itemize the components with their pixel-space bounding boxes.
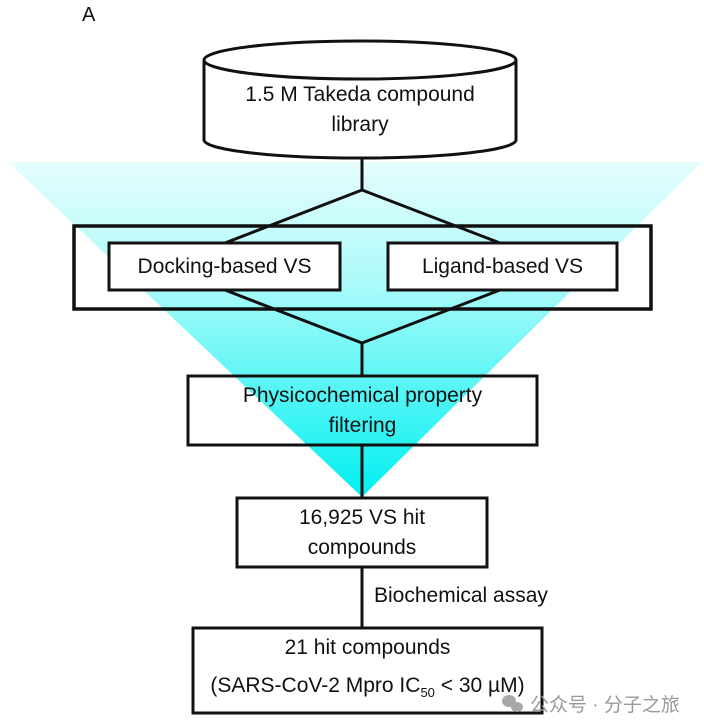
filtering-box: [186, 374, 539, 447]
docking-vs-box: [107, 241, 342, 292]
connectors: [224, 158, 501, 628]
wechat-icon: [502, 694, 524, 713]
edge-to-ligand: [361, 188, 501, 245]
edge-to-docking: [224, 188, 363, 245]
edge-docking-merge: [224, 288, 363, 345]
final-hits-label-line2: (SARS-CoV-2 Mpro IC50 < 30 µM): [193, 671, 542, 708]
library-label: 1.5 M Takeda compound library: [204, 80, 516, 140]
final-hits-box: [191, 626, 544, 715]
panel-label: A: [82, 4, 96, 26]
watermark-text: 公众号 · 分子之旅: [530, 695, 680, 716]
ligand-vs-label: Ligand-based VS: [421, 255, 584, 278]
vs-hits-label-line1: 16,925 VS hit: [298, 506, 426, 529]
vs-hits-box: [235, 496, 489, 569]
final-hits-label-line1: 21 hit compounds: [284, 636, 451, 659]
vs-hits-label: 16,925 VS hit compounds: [237, 503, 487, 563]
filtering-label-line1: Physicochemical property: [242, 384, 483, 407]
filtering-label-line2: filtering: [328, 414, 397, 437]
library-label-line1: 1.5 M Takeda compound: [245, 83, 475, 106]
ligand-vs-box: [386, 241, 619, 292]
docking-vs-label: Docking-based VS: [137, 255, 312, 278]
watermark: 公众号 · 分子之旅: [502, 690, 680, 717]
biochemical-assay-label: Biochemical assay: [374, 584, 548, 607]
library-label-line2: library: [331, 113, 389, 136]
edge-ligand-merge: [361, 288, 501, 345]
vs-hits-label-line2: compounds: [307, 536, 417, 559]
ic50-suffix: < 30 µM): [434, 674, 525, 697]
ic50-prefix: (SARS-CoV-2 Mpro IC: [210, 674, 421, 697]
filtering-label: Physicochemical property filtering: [188, 381, 537, 441]
library-cylinder: [202, 39, 518, 160]
ic50-subscript: 50: [420, 685, 435, 701]
final-hits-label: 21 hit compounds (SARS-CoV-2 Mpro IC50 <…: [193, 633, 542, 708]
vs-group-box: [72, 224, 653, 311]
screening-funnel: [8, 162, 702, 497]
